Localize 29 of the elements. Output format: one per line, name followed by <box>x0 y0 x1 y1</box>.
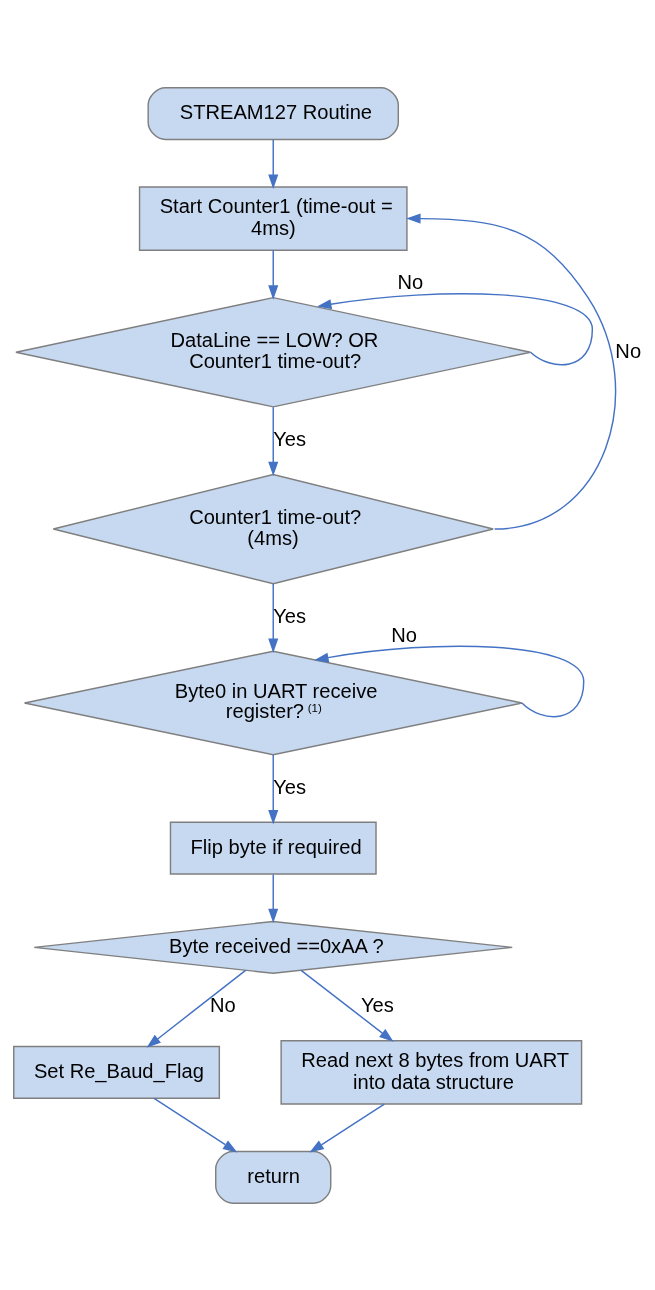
arrow <box>146 969 247 1048</box>
edge-label: No <box>209 993 236 1016</box>
node-box: Set Re_Baud_Flag <box>13 1045 221 1099</box>
node-box: Start Counter1 (time-out = 4ms) <box>138 185 408 251</box>
arrow <box>268 138 279 189</box>
arrow <box>314 645 585 717</box>
arrow <box>153 1097 238 1153</box>
edge-label: No <box>391 623 418 646</box>
node-box: Read next 8 bytes from UART into data structure <box>280 1039 583 1105</box>
node-box: STREAM127 Routine <box>147 86 400 140</box>
arrow <box>406 213 617 530</box>
edge-label: Yes <box>273 604 307 627</box>
arrow <box>268 406 279 476</box>
arrow <box>268 753 279 824</box>
edge-label: Yes <box>273 427 307 450</box>
node-box: return <box>215 1150 332 1204</box>
arrow <box>309 1103 386 1153</box>
edge-label: No <box>397 270 424 293</box>
arrow <box>300 969 394 1042</box>
arrow <box>268 582 279 653</box>
edge-label: No <box>615 339 642 362</box>
node-box: Flip byte if required <box>169 821 377 875</box>
arrow <box>317 292 594 365</box>
edge-label: Yes <box>273 775 307 798</box>
node-diamond: Counter1 time-out? (4ms) <box>52 473 494 584</box>
arrow <box>268 873 279 923</box>
arrow <box>268 249 279 300</box>
edge-label: Yes <box>360 993 394 1016</box>
node-diamond: Byte received ==0xAA ? <box>33 920 513 974</box>
